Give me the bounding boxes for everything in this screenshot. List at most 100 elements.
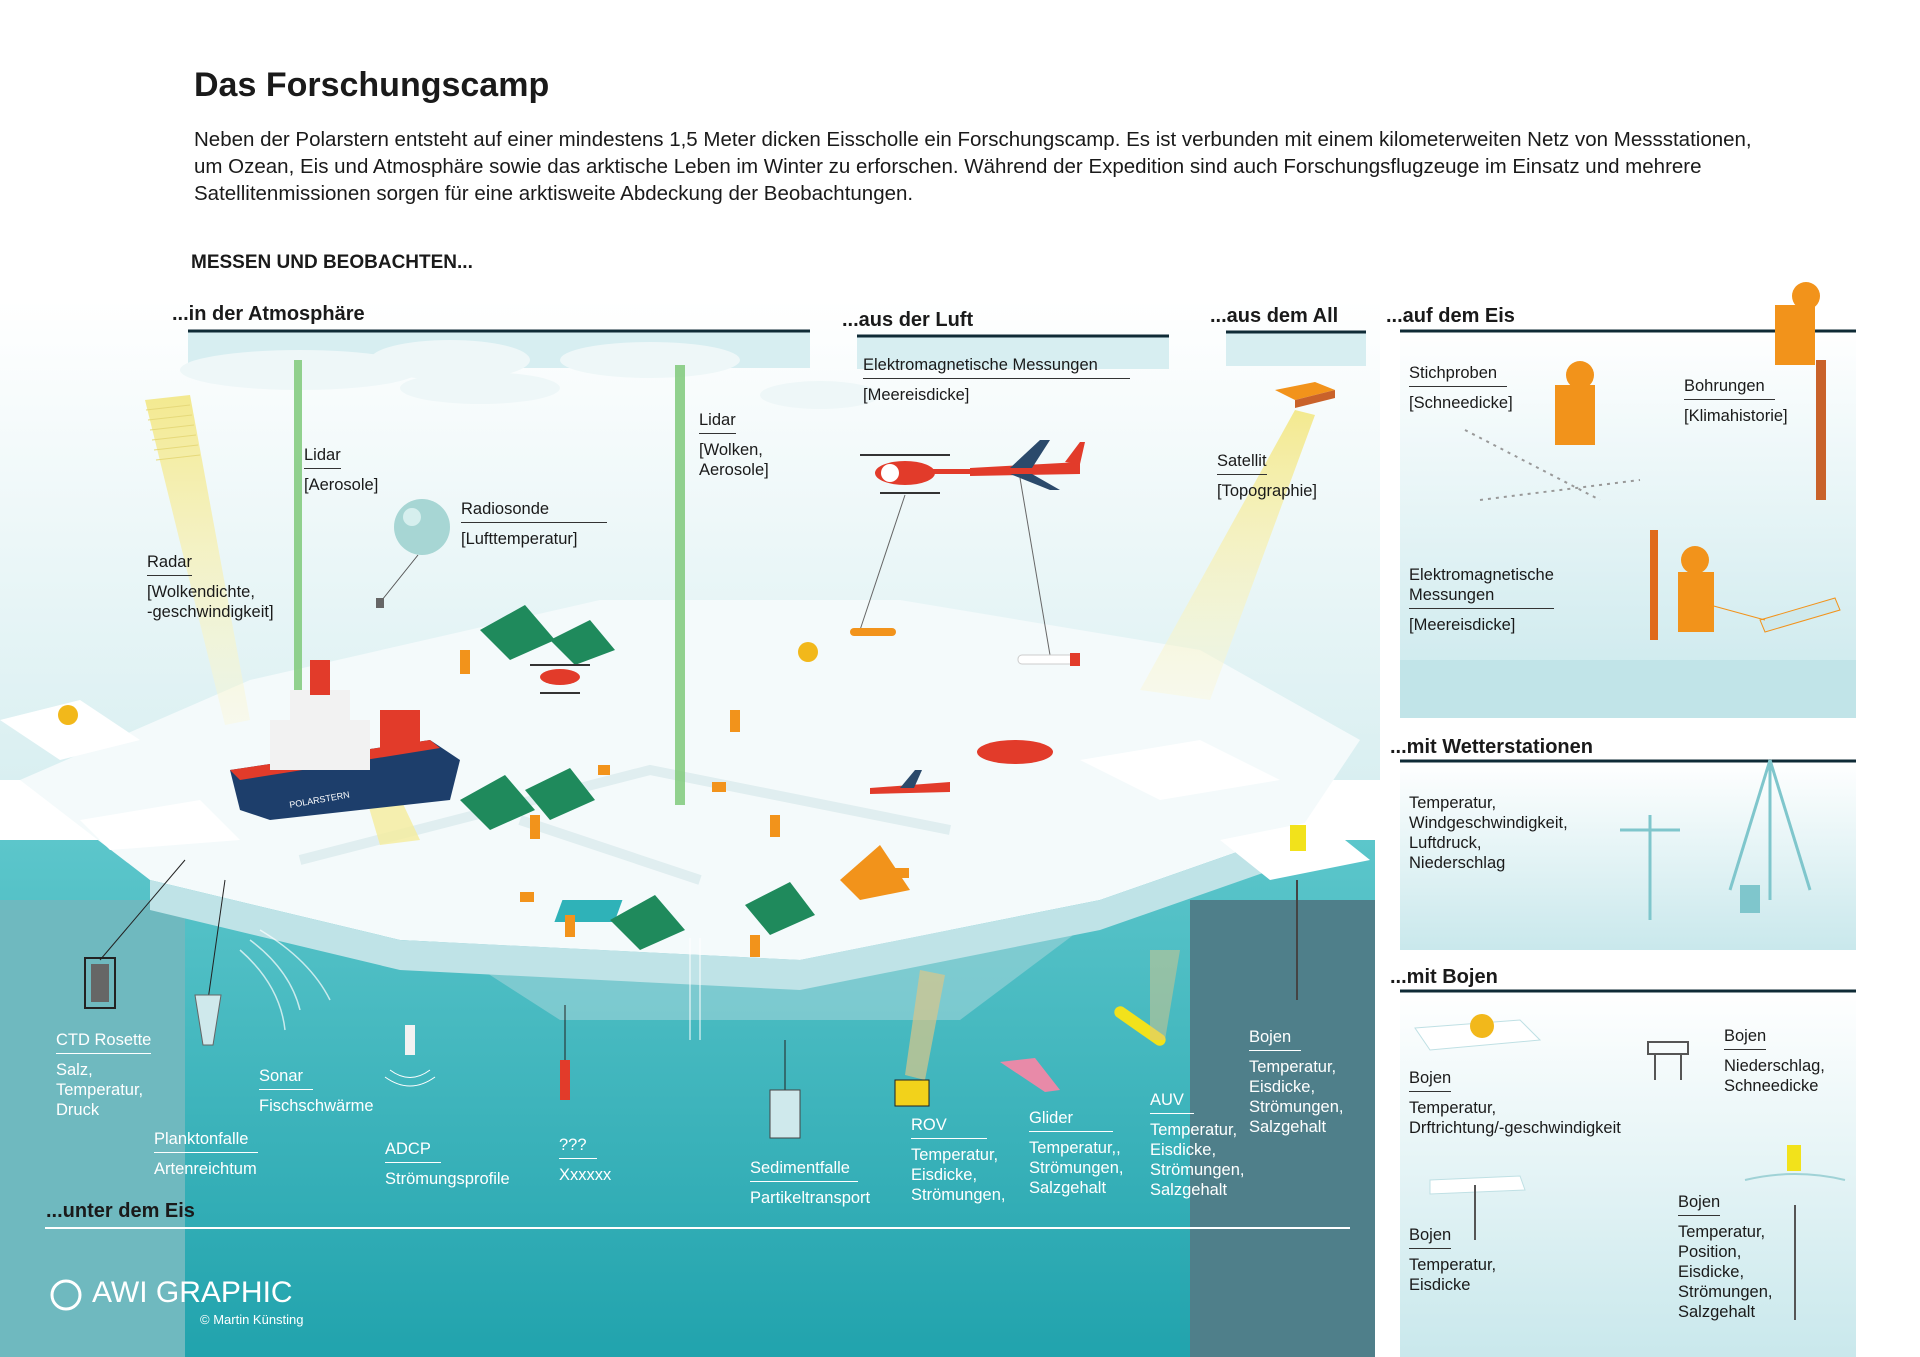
- buoy-yellow: [1290, 825, 1306, 851]
- label-buoy-1: Bojen Temperatur, Drftrichtung/-geschwin…: [1409, 1068, 1621, 1138]
- label-em-air: Elektromagnetische Messungen [Meereisdic…: [863, 355, 1130, 405]
- label-desc: [Wolkendichte, -geschwindigkeit]: [147, 583, 274, 621]
- adcp-icon: [384, 1025, 436, 1087]
- space-band: [1226, 332, 1366, 366]
- tents: [460, 605, 815, 950]
- ice-hole: [554, 900, 623, 922]
- em-sled-icon: [1759, 597, 1841, 633]
- label-name: ADCP: [385, 1139, 441, 1163]
- rubber-boat: [977, 740, 1053, 764]
- sediment-trap-icon: [769, 1089, 801, 1139]
- buoy-yellow-panel: [1787, 1145, 1801, 1171]
- label-desc: Temperatur, Eisdicke, Strömungen, Salzge…: [1150, 1121, 1245, 1199]
- polarstern-ship: POLARSTERN: [230, 660, 460, 820]
- label-sedimentfalle: Sedimentfalle Partikeltransport: [750, 1158, 870, 1208]
- label-radar: Radar [Wolkendichte, -geschwindigkeit]: [147, 552, 274, 622]
- label-name: ROV: [911, 1115, 987, 1139]
- label-name: Bojen: [1724, 1026, 1767, 1050]
- label-unknown: ??? Xxxxxx: [559, 1135, 611, 1185]
- researchers: [460, 650, 909, 957]
- label-lidar-aerosole: Lidar [Aerosole]: [304, 445, 378, 495]
- label-lidar-wolken: Lidar [Wolken, Aerosole]: [699, 410, 769, 480]
- weather-station-icon: [1620, 759, 1812, 920]
- lidar2-beam: [675, 365, 685, 805]
- label-stichproben: Stichproben [Schneedicke]: [1409, 363, 1513, 413]
- rov-icon: [894, 1079, 930, 1107]
- label-satellit: Satellit [Topographie]: [1217, 451, 1317, 501]
- group-under-ice: ...unter dem Eis: [46, 1200, 195, 1222]
- label-desc: [Aerosole]: [304, 476, 379, 494]
- label-desc: Temperatur, Eisdicke, Strömungen, Salzge…: [1249, 1058, 1344, 1136]
- label-name: Satellit: [1217, 451, 1267, 475]
- label-glider: Glider Temperatur,, Strömungen, Salzgeha…: [1029, 1108, 1123, 1198]
- logo-credit: © Martin Künsting: [200, 1312, 304, 1327]
- label-name: Bohrungen: [1684, 376, 1775, 400]
- panel-weather: [1400, 759, 1856, 950]
- snow-buoy-icon: [1647, 1041, 1689, 1080]
- label-desc: [Lufttemperatur]: [461, 530, 578, 548]
- plane-on-ice-icon: [870, 770, 950, 794]
- page-title: Das Forschungscamp: [194, 66, 550, 104]
- buoy-floe-3: [1429, 1175, 1526, 1195]
- label-rov: ROV Temperatur, Eisdicke, Strömungen,: [911, 1115, 1005, 1205]
- air-band: [857, 335, 1169, 369]
- label-name: AUV: [1150, 1090, 1194, 1114]
- label-name: Sonar: [259, 1066, 314, 1090]
- section-title: MESSEN UND BEOBACHTEN...: [191, 252, 473, 273]
- label-desc: [Meereisdicke]: [1409, 616, 1516, 634]
- label-em-ice: Elektromagnetische Messungen [Meereisdic…: [1409, 565, 1554, 635]
- label-desc: Temperatur,, Strömungen, Salzgehalt: [1029, 1139, 1124, 1197]
- em-bird: [850, 628, 896, 636]
- label-desc: [Klimahistorie]: [1684, 407, 1788, 425]
- group-ice: ...auf dem Eis: [1386, 305, 1515, 327]
- ice-floe-edge: [150, 830, 1300, 990]
- label-desc: Strömungsprofile: [385, 1170, 510, 1188]
- group-weather: ...mit Wetterstationen: [1390, 736, 1593, 758]
- label-name: Elektromagnetische Messungen: [863, 355, 1130, 379]
- label-name: Bojen: [1409, 1225, 1452, 1249]
- label-desc: Fischschwärme: [259, 1097, 374, 1115]
- panel-buoys: [1400, 989, 1856, 1357]
- label-desc: Artenreichtum: [154, 1160, 257, 1178]
- rov-beam: [905, 970, 945, 1080]
- label-name: Stichproben: [1409, 363, 1508, 387]
- label-name: Bojen: [1249, 1027, 1302, 1051]
- buoy-ball-center: [798, 642, 818, 662]
- label-desc: [Schneedicke]: [1409, 394, 1513, 412]
- label-buoy-2: Bojen Niederschlag, Schneedicke: [1724, 1026, 1825, 1096]
- label-desc: [Topographie]: [1217, 482, 1317, 500]
- label-name: Radar: [147, 552, 192, 576]
- helicopter-icon: [860, 454, 970, 494]
- label-name: Glider: [1029, 1108, 1114, 1132]
- label-desc: Niederschlag, Schneedicke: [1724, 1057, 1825, 1095]
- label-name: Planktonfalle: [154, 1129, 259, 1153]
- driller-icon: [1775, 282, 1826, 500]
- label-name: Lidar: [699, 410, 736, 434]
- tent-orange: [840, 845, 910, 900]
- label-buoy-4: Bojen Temperatur, Position, Eisdicke, St…: [1678, 1192, 1772, 1322]
- group-buoys: ...mit Bojen: [1390, 966, 1498, 988]
- auv-beam: [1150, 950, 1180, 1040]
- label-name: Sedimentfalle: [750, 1158, 858, 1182]
- label-desc: Temperatur, Eisdicke: [1409, 1256, 1497, 1294]
- label-auv: AUV Temperatur, Eisdicke, Strömungen, Sa…: [1150, 1090, 1244, 1200]
- awi-logo: AWI GRAPHIC: [92, 1276, 293, 1309]
- label-desc: Temperatur, Position, Eisdicke, Strömung…: [1678, 1223, 1773, 1321]
- label-desc: Partikeltransport: [750, 1189, 871, 1207]
- radiosonde-balloon: [394, 499, 450, 555]
- label-radiosonde: Radiosonde [Lufttemperatur]: [461, 499, 608, 549]
- snow-sampler-icon: [1555, 361, 1595, 445]
- label-adcp: ADCP Strömungsprofile: [385, 1139, 510, 1189]
- label-desc: Xxxxxx: [559, 1166, 612, 1184]
- label-ctd-rosette: CTD Rosette Salz, Temperatur, Druck: [56, 1030, 152, 1120]
- intro-paragraph: Neben der Polarstern entsteht auf einer …: [194, 128, 1752, 205]
- label-name: Bojen: [1678, 1192, 1721, 1216]
- buoy-ball-left: [58, 705, 78, 725]
- airplane-icon: [970, 440, 1085, 490]
- label-weather-values: Temperatur, Windgeschwindigkeit, Luftdru…: [1409, 794, 1568, 872]
- awi-logo-icon: [50, 1279, 82, 1311]
- clouds: [180, 340, 880, 409]
- label-name: Lidar: [304, 445, 341, 469]
- label-bojen-under: Bojen Temperatur, Eisdicke, Strömungen, …: [1249, 1027, 1343, 1137]
- label-bohrungen: Bohrungen [Klimahistorie]: [1684, 376, 1788, 426]
